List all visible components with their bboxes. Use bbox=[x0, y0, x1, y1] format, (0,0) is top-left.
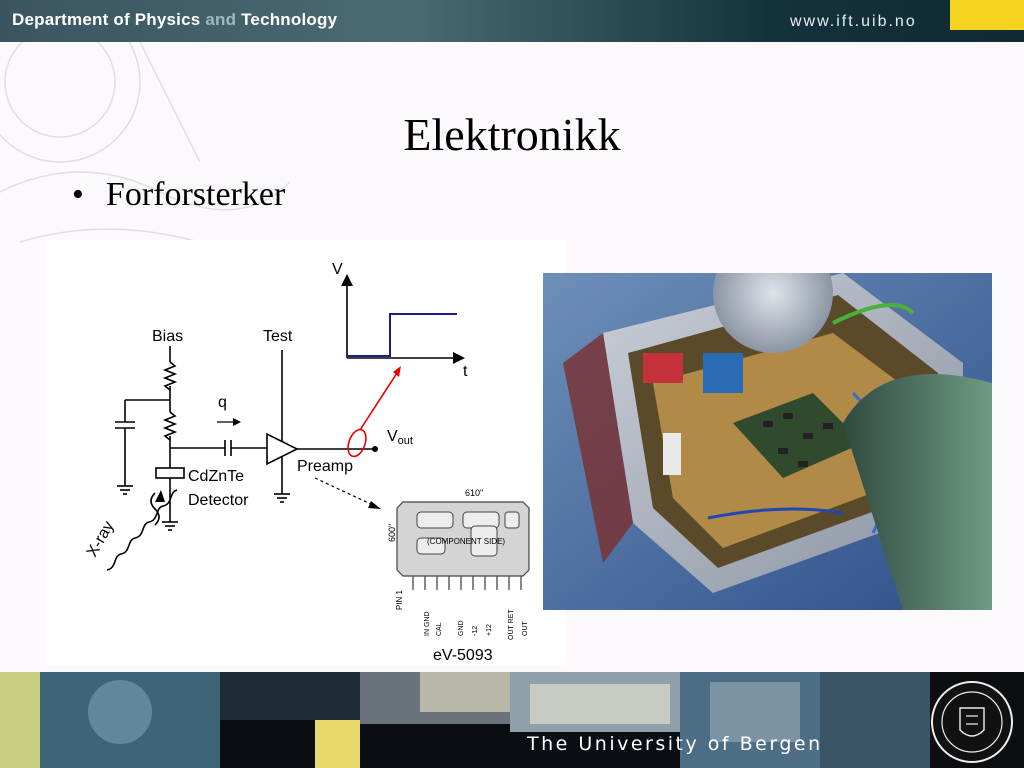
module-name-label: eV-5093 bbox=[433, 647, 493, 664]
detector-label-1: CdZnTe bbox=[188, 468, 244, 485]
bullet-text: Forforsterker bbox=[105, 176, 286, 213]
test-label: Test bbox=[263, 328, 293, 345]
pin-label: IN GND bbox=[424, 612, 431, 637]
vout-subscript: out bbox=[398, 435, 413, 447]
component-side-label: (COMPONENT SIDE) bbox=[427, 537, 505, 546]
header-bar bbox=[0, 0, 1024, 42]
preamp-schematic: Bias Test q CdZnTe Detector Preamp Vout … bbox=[45, 240, 565, 665]
university-seal-logo bbox=[931, 681, 1013, 763]
module-width-label: 610" bbox=[465, 488, 483, 498]
pin-label: CAL bbox=[436, 622, 443, 636]
vout-label: Vout bbox=[387, 428, 413, 447]
pin-label: +12 bbox=[486, 624, 493, 636]
website-url: www.ift.uib.no bbox=[790, 13, 917, 30]
department-and: and bbox=[205, 10, 237, 29]
preamp-label: Preamp bbox=[297, 458, 353, 475]
xray-label: X-ray bbox=[84, 518, 118, 560]
footer-banner bbox=[0, 672, 1024, 768]
module-height-label: 600" bbox=[387, 524, 397, 542]
department-prefix: Department of Physics bbox=[12, 10, 206, 29]
pin-label: OUT RET bbox=[508, 609, 515, 640]
pin-label: OUT bbox=[522, 621, 529, 637]
graph-t-label: t bbox=[463, 363, 468, 380]
department-title: Department of Physics and Technology bbox=[12, 10, 337, 30]
vout-main: V bbox=[387, 428, 398, 445]
pin-label: GND bbox=[458, 620, 465, 636]
bullet-item: • Forforsterker bbox=[72, 176, 285, 214]
charge-label: q bbox=[218, 394, 227, 411]
detector-label-2: Detector bbox=[188, 492, 249, 509]
yellow-accent-block bbox=[950, 0, 1024, 30]
university-name: The University of Bergen bbox=[527, 733, 823, 755]
bullet-marker: • bbox=[72, 176, 84, 213]
pin-label: -12 bbox=[472, 626, 479, 636]
pin1-label: PIN 1 bbox=[395, 589, 404, 610]
bias-label: Bias bbox=[152, 328, 183, 345]
preamp-photo bbox=[543, 273, 992, 610]
graph-v-label: V bbox=[332, 261, 343, 278]
slide-title: Elektronikk bbox=[403, 109, 621, 160]
department-suffix: Technology bbox=[236, 10, 338, 29]
